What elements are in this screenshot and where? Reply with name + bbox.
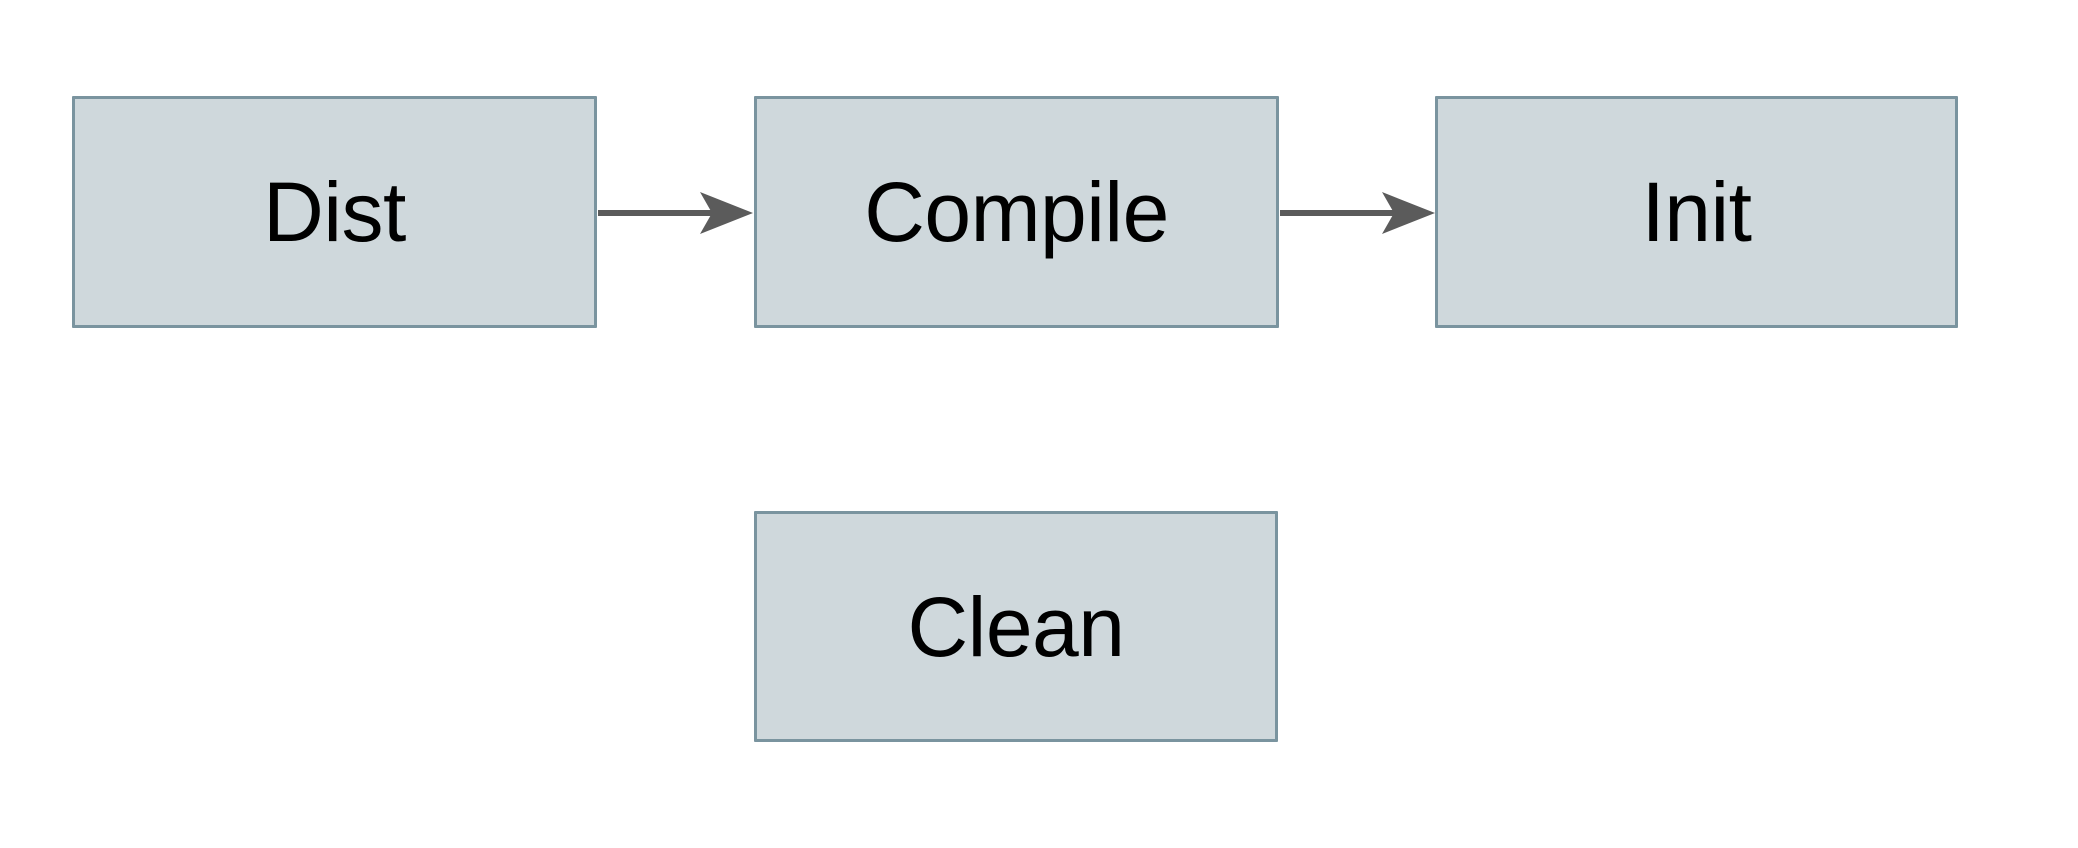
node-dist[interactable]: Dist — [72, 96, 597, 328]
node-label-dist: Dist — [263, 165, 406, 259]
edge-dist-to-compile[interactable] — [598, 192, 753, 234]
node-init[interactable]: Init — [1435, 96, 1958, 328]
node-label-clean: Clean — [907, 579, 1125, 674]
node-compile[interactable]: Compile — [754, 96, 1279, 328]
edge-compile-to-init[interactable] — [1280, 192, 1435, 234]
arrowhead-icon — [700, 192, 753, 234]
arrowhead-icon — [1382, 192, 1435, 234]
node-label-compile: Compile — [864, 165, 1169, 259]
node-label-init: Init — [1641, 165, 1752, 259]
node-clean[interactable]: Clean — [754, 511, 1278, 742]
